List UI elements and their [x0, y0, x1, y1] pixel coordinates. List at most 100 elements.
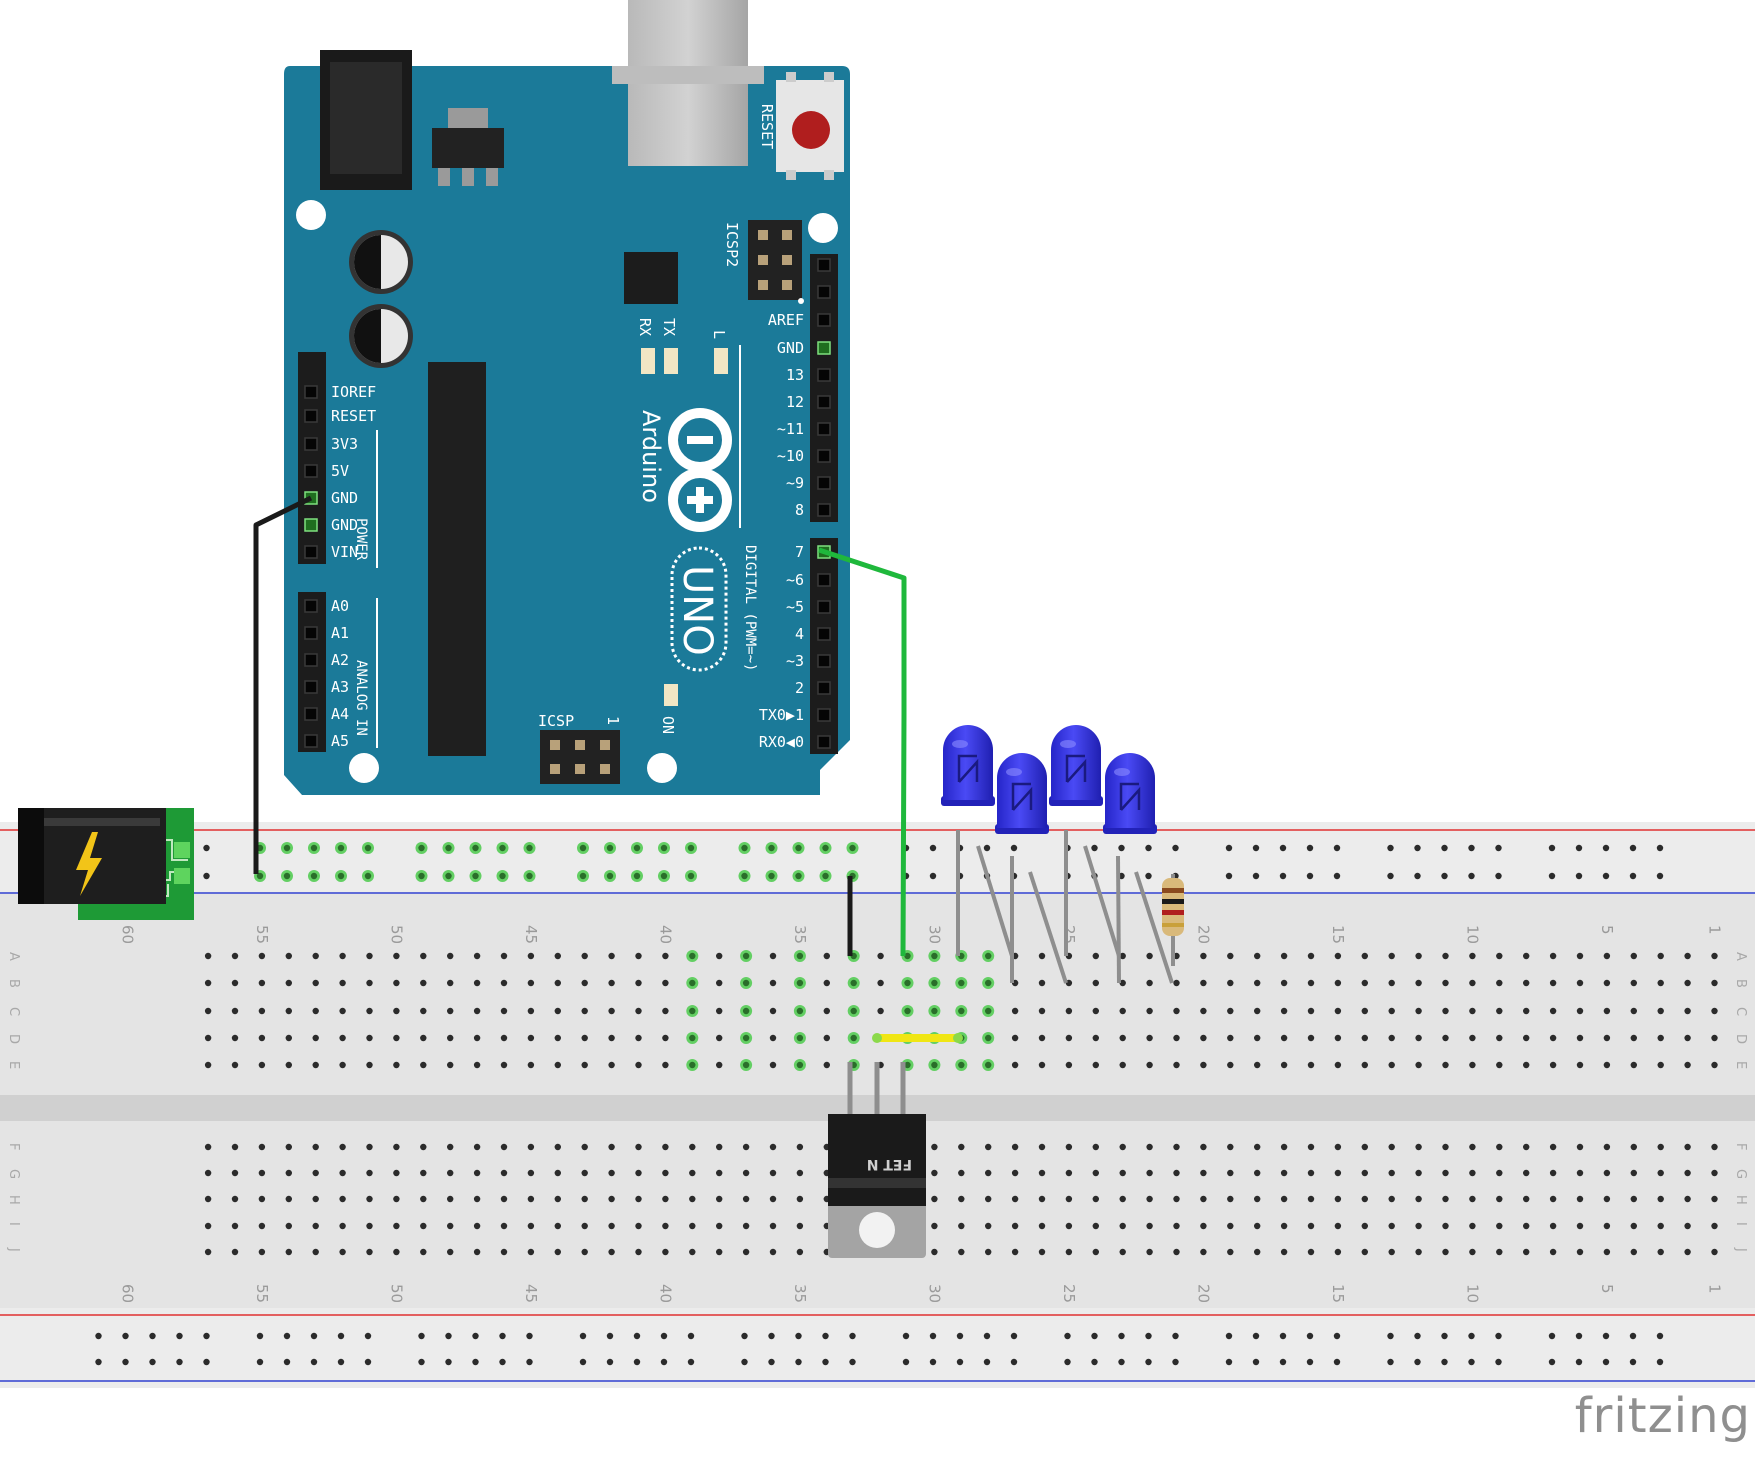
breadboard-hole[interactable] [1468, 1358, 1475, 1366]
breadboard-hole[interactable] [204, 1169, 212, 1177]
breadboard-hole[interactable] [527, 1169, 535, 1177]
breadboard-hole[interactable] [931, 1007, 938, 1015]
breadboard-hole[interactable] [689, 1061, 696, 1069]
breadboard-hole[interactable] [1549, 952, 1557, 960]
breadboard-hole[interactable] [1254, 979, 1261, 987]
breadboard-hole[interactable] [1496, 1143, 1503, 1151]
header-pin[interactable] [817, 654, 831, 668]
breadboard-hole[interactable] [1711, 979, 1718, 987]
dc-power-jack[interactable] [18, 808, 194, 920]
breadboard-hole[interactable] [823, 1034, 830, 1042]
breadboard-hole[interactable] [473, 1169, 481, 1177]
breadboard-hole[interactable] [473, 1061, 481, 1069]
breadboard-hole[interactable] [1657, 1007, 1664, 1015]
breadboard-hole[interactable] [1629, 1332, 1637, 1340]
breadboard-hole[interactable] [1711, 1248, 1718, 1256]
breadboard-hole[interactable] [1279, 1332, 1287, 1340]
breadboard-hole[interactable] [1576, 979, 1584, 987]
breadboard-hole[interactable] [1496, 1061, 1503, 1069]
breadboard-hole[interactable] [1011, 1222, 1019, 1230]
breadboard-hole[interactable] [1252, 872, 1260, 880]
breadboard-hole[interactable] [662, 1061, 669, 1069]
breadboard-hole[interactable] [527, 1195, 535, 1203]
breadboard-hole[interactable] [1495, 872, 1502, 880]
breadboard-hole[interactable] [1711, 1007, 1718, 1015]
breadboard-hole[interactable] [796, 952, 804, 960]
breadboard-hole[interactable] [366, 952, 373, 960]
breadboard-hole[interactable] [1441, 1358, 1448, 1366]
breadboard-hole[interactable] [849, 1332, 856, 1340]
breadboard-hole[interactable] [689, 1195, 696, 1203]
breadboard-hole[interactable] [1011, 1195, 1019, 1203]
breadboard-hole[interactable] [1415, 1034, 1422, 1042]
breadboard-hole[interactable] [1656, 1358, 1664, 1366]
breadboard-hole[interactable] [1414, 872, 1421, 880]
breadboard-hole[interactable] [231, 1034, 239, 1042]
breadboard-hole[interactable] [203, 1358, 210, 1366]
breadboard-hole[interactable] [420, 1248, 427, 1256]
breadboard-hole[interactable] [1361, 1061, 1369, 1069]
breadboard-hole[interactable] [608, 1143, 615, 1151]
breadboard-hole[interactable] [581, 1007, 588, 1015]
breadboard-hole[interactable] [339, 1007, 346, 1015]
breadboard-hole[interactable] [447, 1248, 454, 1256]
header-pin[interactable] [817, 600, 831, 614]
breadboard-hole[interactable] [1523, 1034, 1530, 1042]
breadboard-hole[interactable] [554, 1169, 561, 1177]
breadboard-hole[interactable] [554, 979, 561, 987]
breadboard-hole[interactable] [687, 1358, 695, 1366]
breadboard-hole[interactable] [526, 1332, 533, 1340]
breadboard-hole[interactable] [608, 1061, 615, 1069]
breadboard-hole[interactable] [1442, 1034, 1449, 1042]
breadboard-hole[interactable] [795, 1358, 802, 1366]
breadboard-hole[interactable] [1576, 1034, 1584, 1042]
breadboard-hole[interactable] [500, 1222, 508, 1230]
breadboard-hole[interactable] [339, 979, 346, 987]
breadboard-hole[interactable] [1388, 1222, 1395, 1230]
breadboard-hole[interactable] [850, 979, 857, 987]
breadboard-hole[interactable] [1630, 1143, 1638, 1151]
breadboard-hole[interactable] [929, 844, 937, 852]
breadboard-hole[interactable] [473, 1222, 481, 1230]
breadboard-hole[interactable] [447, 979, 454, 987]
breadboard-hole[interactable] [1254, 952, 1261, 960]
breadboard-hole[interactable] [958, 1061, 965, 1069]
breadboard-hole[interactable] [339, 1061, 346, 1069]
breadboard-hole[interactable] [1119, 1222, 1126, 1230]
breadboard-hole[interactable] [579, 1332, 587, 1340]
breadboard-hole[interactable] [1200, 1143, 1207, 1151]
breadboard-hole[interactable] [769, 1195, 777, 1203]
breadboard-hole[interactable] [1575, 844, 1583, 852]
breadboard-hole[interactable] [1496, 1169, 1503, 1177]
breadboard-hole[interactable] [1469, 1195, 1476, 1203]
breadboard-hole[interactable] [418, 1332, 425, 1340]
breadboard-hole[interactable] [716, 1222, 723, 1230]
breadboard-hole[interactable] [472, 844, 479, 852]
breadboard-hole[interactable] [985, 1169, 992, 1177]
breadboard-hole[interactable] [1684, 1169, 1691, 1177]
breadboard-hole[interactable] [1657, 952, 1664, 960]
breadboard-hole[interactable] [1361, 1195, 1369, 1203]
breadboard-hole[interactable] [393, 1034, 400, 1042]
breadboard-hole[interactable] [1711, 1061, 1718, 1069]
header-pin[interactable] [817, 503, 831, 517]
breadboard-hole[interactable] [1388, 1169, 1395, 1177]
breadboard-hole[interactable] [1388, 1061, 1395, 1069]
breadboard-hole[interactable] [581, 979, 588, 987]
breadboard-hole[interactable] [1549, 1143, 1557, 1151]
breadboard-hole[interactable] [662, 1248, 669, 1256]
breadboard-hole[interactable] [312, 1034, 319, 1042]
breadboard-hole[interactable] [662, 1195, 669, 1203]
breadboard-hole[interactable] [1576, 1061, 1584, 1069]
breadboard-hole[interactable] [1549, 1007, 1557, 1015]
breadboard-hole[interactable] [1469, 952, 1476, 960]
breadboard-hole[interactable] [635, 1143, 642, 1151]
breadboard-hole[interactable] [473, 1034, 481, 1042]
breadboard-hole[interactable] [1442, 1061, 1449, 1069]
breadboard-hole[interactable] [203, 1332, 210, 1340]
breadboard-hole[interactable] [1711, 1169, 1718, 1177]
breadboard-hole[interactable] [1200, 1007, 1207, 1015]
breadboard-hole[interactable] [1146, 1061, 1153, 1069]
breadboard-hole[interactable] [1415, 1195, 1422, 1203]
breadboard-hole[interactable] [337, 1358, 345, 1366]
